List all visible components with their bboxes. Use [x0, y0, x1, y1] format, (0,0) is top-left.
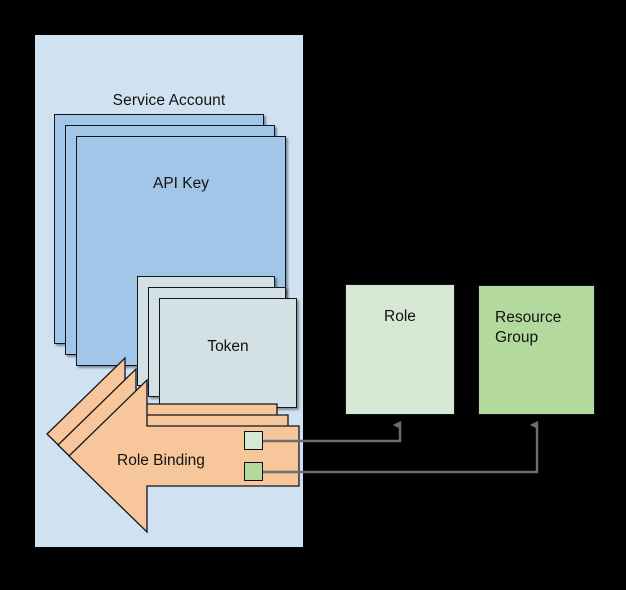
resource-group-reference-square[interactable]	[244, 462, 263, 481]
role-binding-label: Role Binding	[117, 452, 205, 469]
role-box-label: Role	[384, 308, 416, 325]
api-key-card-front[interactable]: API Key Token	[76, 136, 297, 408]
service-account-container[interactable]: Service Account API Key Token	[35, 35, 303, 547]
connector-role-binding-to-resource-group	[263, 420, 539, 474]
api-key-label: API Key	[153, 175, 209, 192]
resource-group-label-line-2: Group	[495, 329, 539, 347]
role-box[interactable]: Role	[345, 284, 455, 415]
resource-group-label-line-1: Resource	[495, 309, 562, 326]
role-binding-stack[interactable]: Role Binding	[46, 356, 303, 534]
service-account-label: Service Account	[112, 92, 226, 109]
token-label: Token	[207, 338, 249, 355]
connector-role-binding-to-role	[263, 420, 402, 443]
token-card-front[interactable]: Token	[159, 298, 297, 408]
role-binding-arrow-front[interactable]	[68, 378, 300, 534]
role-reference-square[interactable]	[244, 431, 263, 450]
api-key-stack[interactable]: API Key Token	[54, 114, 297, 408]
token-stack[interactable]: Token	[137, 276, 297, 408]
arrow-shape-front	[68, 378, 300, 534]
